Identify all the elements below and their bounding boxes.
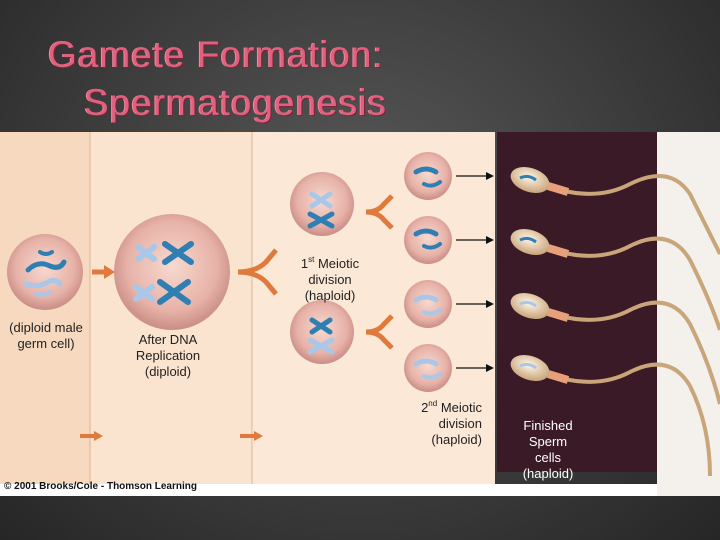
finished-sperm-label: Finished Sperm cells (haploid) (522, 418, 574, 481)
white-strip (657, 132, 720, 496)
sperm-cell-3 (510, 293, 720, 405)
sperm-cell-1 (510, 167, 720, 255)
meiosis2-label: 2nd Meiotic division (haploid) (421, 399, 482, 448)
spermatogenesis-figure: (diploid male germ cell) After DNA Repli… (0, 132, 720, 496)
sperm-cell-4 (510, 355, 712, 477)
germ-cell-label: (diploid male germ cell) (9, 320, 83, 351)
sperm-cell-2 (510, 229, 720, 331)
spermatid-3 (404, 280, 452, 328)
copyright-text: © 2001 Brooks/Cole - Thomson Learning (4, 481, 197, 492)
figure-illustration (0, 132, 720, 496)
spermatid-4 (404, 344, 452, 392)
title-line-1: Gamete Formation: (48, 34, 384, 75)
spermatid-2 (404, 216, 452, 264)
replicated-cell (114, 214, 230, 330)
after-replication-label: After DNA Replication (diploid) (135, 332, 201, 379)
meiosis1-label: 1st Meiotic division (haploid) (300, 255, 360, 304)
spermatid-1 (404, 152, 452, 200)
secondary-cell-bottom (290, 300, 354, 364)
germ-cell (7, 234, 83, 310)
secondary-cell-top (290, 172, 354, 236)
title-line-2: Spermatogenesis (84, 82, 387, 123)
panel-meiosis (252, 132, 495, 484)
